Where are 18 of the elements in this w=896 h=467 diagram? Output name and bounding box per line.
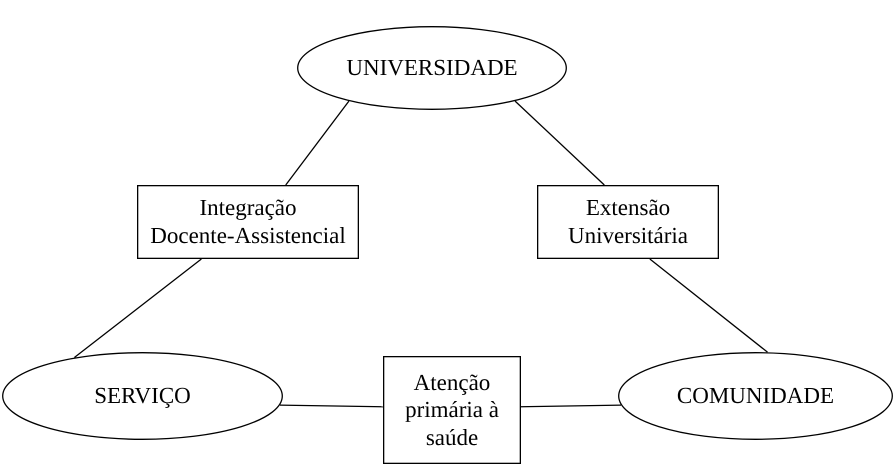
node-label: COMUNIDADE xyxy=(676,382,834,410)
connector-line xyxy=(280,404,384,408)
text-box xyxy=(383,356,521,464)
node-label: Integração Docente-Assistencial xyxy=(149,194,347,250)
ellipse-node xyxy=(2,352,283,440)
node-label: SERVIÇO xyxy=(94,382,191,410)
connector-line xyxy=(74,258,202,358)
node-label: Extensão Universitária xyxy=(566,194,690,250)
text-box xyxy=(137,185,359,259)
ellipse-node xyxy=(297,26,567,110)
connector-line xyxy=(514,100,605,186)
connector-line xyxy=(520,404,622,408)
connector-line xyxy=(649,258,768,353)
connector-line xyxy=(285,100,350,186)
node-label: UNIVERSIDADE xyxy=(346,54,518,82)
node-label: Atenção primária à saúde xyxy=(404,368,500,452)
ellipse-node xyxy=(618,352,893,440)
text-box xyxy=(537,185,719,259)
